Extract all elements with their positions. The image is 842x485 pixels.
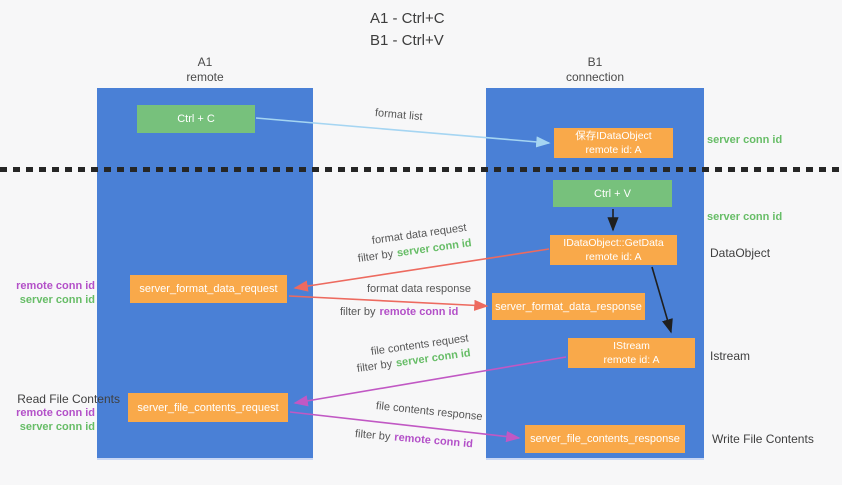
machine-boundary-dotted-line [0, 167, 842, 172]
server-conn-id-text: server conn id [19, 294, 95, 306]
node-idataobject-getdata: IDataObject::GetData remote id: A [550, 235, 677, 265]
label-file-contents-response: file contents response [375, 400, 484, 424]
filter-by-text: filter by [356, 358, 393, 375]
diagram-title: A1 - Ctrl+C B1 - Ctrl+V [370, 8, 445, 52]
column-b1-subtitle: connection [565, 70, 625, 84]
node-server-file-contents-request-label: server_file_contents_request [137, 401, 279, 414]
side-label-read-file-contents: Read File Contents [17, 392, 120, 406]
node-save-idataobject-line1: 保存IDataObject [575, 130, 652, 142]
node-server-format-data-response: server_format_data_response [492, 293, 645, 320]
column-header-b1: B1 connection [486, 55, 704, 85]
node-ctrl-c: Ctrl + C [137, 105, 255, 133]
node-ctrl-v: Ctrl + V [553, 180, 672, 207]
column-header-a1: A1 remote [97, 55, 313, 85]
node-istream-line1: IStream [613, 340, 650, 352]
node-idataobject-getdata-line1: IDataObject::GetData [563, 237, 664, 249]
server-conn-id-text: server conn id [19, 421, 95, 433]
label-format-list: format list [374, 107, 424, 124]
node-save-idataobject: 保存IDataObject remote id: A [554, 128, 673, 158]
title-line-a1: A1 - Ctrl+C [370, 10, 445, 27]
column-a1-name: A1 [197, 55, 213, 69]
remote-conn-id-text: remote conn id [379, 306, 459, 318]
side-label-istream: Istream [710, 349, 751, 363]
node-server-file-contents-response: server_file_contents_response [525, 425, 685, 453]
filter-by-text: filter by [340, 306, 376, 318]
node-server-file-contents-request: server_file_contents_request [128, 393, 288, 422]
side-label-conn-id-pair-format: remote conn id server conn id [0, 279, 95, 307]
node-ctrl-v-label: Ctrl + V [594, 187, 631, 200]
filter-by-text: filter by [354, 428, 391, 444]
node-idataobject-getdata-line2: remote id: A [585, 251, 642, 263]
side-label-server-conn-id-top: server conn id [707, 134, 783, 146]
label-format-data-response: format data response [367, 283, 471, 295]
node-istream: IStream remote id: A [568, 338, 695, 368]
filter-by-text: filter by [357, 248, 394, 265]
remote-conn-id-text: remote conn id [16, 280, 95, 292]
remote-conn-id-text: remote conn id [393, 431, 474, 451]
side-label-write-file-contents: Write File Contents [712, 432, 814, 446]
side-label-conn-id-pair-file: remote conn id server conn id [0, 406, 95, 434]
node-server-format-data-response-label: server_format_data_response [495, 300, 642, 313]
column-a1-subtitle: remote [186, 70, 224, 84]
arrow-format-data-response [288, 295, 489, 311]
title-line-b1: B1 - Ctrl+V [370, 32, 444, 49]
node-server-format-data-request: server_format_data_request [130, 275, 287, 303]
remote-conn-id-text: remote conn id [16, 407, 95, 419]
column-b1-name: B1 [587, 55, 603, 69]
node-ctrl-c-label: Ctrl + C [177, 113, 215, 125]
node-server-file-contents-response-label: server_file_contents_response [530, 433, 680, 445]
node-istream-line2: remote id: A [603, 354, 660, 366]
node-save-idataobject-line2: remote id: A [585, 144, 642, 156]
side-label-server-conn-id-mid: server conn id [707, 211, 783, 223]
node-server-format-data-request-label: server_format_data_request [139, 283, 278, 295]
side-label-dataobject: DataObject [710, 246, 771, 260]
